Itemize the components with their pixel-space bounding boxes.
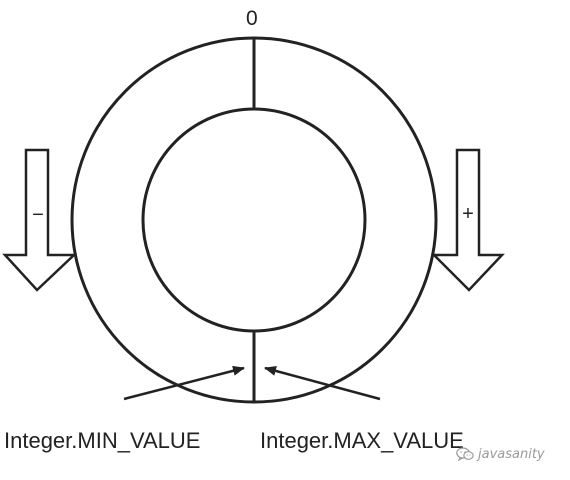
- wechat-icon: [456, 447, 474, 461]
- min-value-label: Integer.MIN_VALUE: [4, 428, 201, 453]
- inner-circle: [141, 107, 367, 333]
- plus-sign: +: [462, 203, 474, 225]
- minus-sign: −: [32, 204, 44, 226]
- zero-label: 0: [246, 7, 258, 30]
- minus-direction-arrow: [2, 148, 78, 292]
- watermark-text: javasanity: [478, 446, 545, 462]
- watermark: javasanity: [456, 446, 545, 462]
- plus-direction-arrow: [430, 148, 505, 292]
- min-pointer-arrow: [123, 365, 245, 401]
- max-value-label: Integer.MAX_VALUE: [260, 428, 464, 453]
- max-pointer-arrow: [264, 366, 381, 401]
